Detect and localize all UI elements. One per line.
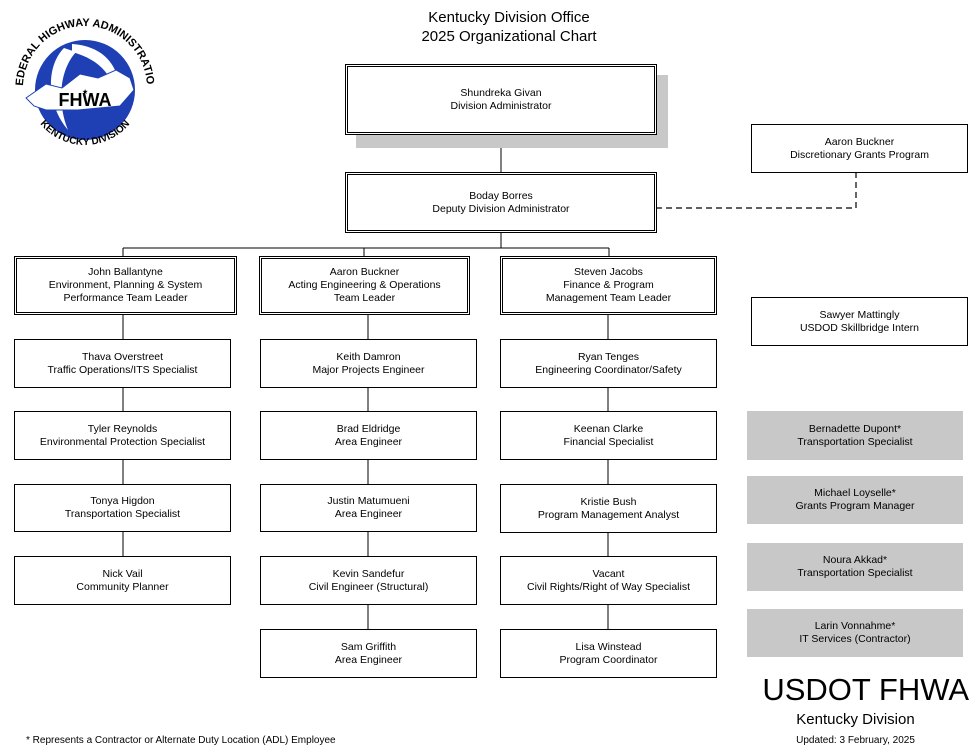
intern-box: Sawyer Mattingly USDOD Skillbridge Inter… (751, 297, 968, 346)
box-name: Sam Griffith (340, 640, 397, 653)
box-title: Civil Engineer (Structural) (308, 580, 429, 593)
box-title: Program Management Analyst (537, 508, 680, 521)
staff-box: Keith Damron Major Projects Engineer (260, 339, 477, 388)
box-name: Aaron Buckner (329, 266, 400, 278)
box-title: Community Planner (76, 580, 169, 593)
staff-box: Nick Vail Community Planner (14, 556, 231, 605)
administrator-box: Shundreka Givan Division Administrator (345, 64, 657, 135)
deputy-box: Boday Borres Deputy Division Administrat… (345, 172, 657, 233)
title-line-2: 2025 Organizational Chart (421, 28, 597, 45)
box-name: Ryan Tenges (577, 350, 640, 363)
box-name: Keenan Clarke (573, 422, 644, 435)
staff-box: Keenan Clarke Financial Specialist (500, 411, 717, 460)
division-name: Kentucky Division (796, 711, 915, 728)
box-name: Lisa Winstead (575, 640, 642, 653)
staff-box: Vacant Civil Rights/Right of Way Special… (500, 556, 717, 605)
box-title: Traffic Operations/ITS Specialist (47, 363, 198, 376)
box-title: IT Services (Contractor) (799, 633, 911, 645)
contractor-box: Bernadette Dupont* Transportation Specia… (747, 411, 963, 460)
box-name: Noura Akkad* (822, 554, 888, 566)
box-title: Major Projects Engineer (312, 363, 425, 376)
box-title: Area Engineer (334, 435, 403, 448)
box-title: USDOD Skillbridge Intern (799, 321, 920, 334)
staff-box: Lisa Winstead Program Coordinator (500, 629, 717, 678)
box-title: Financial Specialist (563, 435, 654, 448)
team-leader-finance-box: Steven Jacobs Finance & Program Manageme… (500, 256, 717, 315)
box-name: Kevin Sandefur (332, 567, 405, 580)
box-title: Acting Engineering & Operations Team Lea… (288, 279, 441, 304)
contractor-box: Michael Loyselle* Grants Program Manager (747, 476, 963, 524)
box-name: Sawyer Mattingly (819, 308, 900, 321)
box-name: Kristie Bush (580, 495, 637, 508)
box-name: Thava Overstreet (81, 350, 164, 363)
box-name: Larin Vonnahme* (814, 620, 896, 632)
box-title: Deputy Division Administrator (432, 202, 570, 215)
box-title: Finance & Program Management Team Leader (545, 279, 672, 304)
discretionary-grants-box: Aaron Buckner Discretionary Grants Progr… (751, 124, 968, 173)
box-name: Nick Vail (102, 567, 143, 580)
box-name: Boday Borres (469, 189, 533, 202)
box-title: Environment, Planning & System Performan… (48, 279, 203, 304)
footnote: * Represents a Contractor or Alternate D… (26, 735, 336, 746)
box-title: Environmental Protection Specialist (39, 435, 206, 448)
box-name: Tyler Reynolds (87, 422, 158, 435)
staff-box: Kevin Sandefur Civil Engineer (Structura… (260, 556, 477, 605)
box-title: Transportation Specialist (64, 508, 181, 520)
box-name: Brad Eldridge (336, 422, 401, 435)
staff-box: Tonya Higdon Transportation Specialist (14, 484, 231, 532)
box-title: Program Coordinator (559, 653, 658, 666)
updated-date: Updated: 3 February, 2025 (796, 735, 915, 746)
svg-text:★: ★ (82, 88, 88, 96)
staff-box: Sam Griffith Area Engineer (260, 629, 477, 678)
staff-box: Ryan Tenges Engineering Coordinator/Safe… (500, 339, 717, 388)
box-title: Grants Program Manager (795, 500, 915, 512)
staff-box: Brad Eldridge Area Engineer (260, 411, 477, 460)
box-name: Justin Matumueni (327, 495, 410, 507)
box-title: Division Administrator (450, 99, 552, 112)
chart-title: Kentucky Division Office 2025 Organizati… (380, 8, 638, 46)
staff-box: Kristie Bush Program Management Analyst (500, 484, 717, 533)
box-name: Keith Damron (336, 350, 401, 363)
staff-box: Justin Matumueni Area Engineer (260, 484, 477, 532)
box-name: John Ballantyne (88, 266, 163, 278)
box-name: Aaron Buckner (824, 135, 895, 148)
box-name: Vacant (592, 567, 625, 580)
contractor-box: Larin Vonnahme* IT Services (Contractor) (747, 609, 963, 657)
box-title: Discretionary Grants Program (790, 148, 929, 161)
staff-box: Thava Overstreet Traffic Operations/ITS … (14, 339, 231, 388)
box-title: Transportation Specialist (797, 567, 913, 579)
box-title: Civil Rights/Right of Way Specialist (527, 580, 690, 593)
box-title: Engineering Coordinator/Safety (535, 363, 682, 376)
contractor-box: Noura Akkad* Transportation Specialist (747, 543, 963, 591)
box-name: Bernadette Dupont* (808, 422, 902, 435)
logo-fhwa-text: FHWA (59, 90, 112, 110)
title-line-1: Kentucky Division Office (428, 9, 590, 26)
fhwa-logo: FHWA ★ FEDERAL HIGHWAY ADMINISTRATION KE… (2, 0, 164, 170)
staff-box: Tyler Reynolds Environmental Protection … (14, 411, 231, 460)
box-name: Tonya Higdon (90, 495, 155, 507)
box-name: Michael Loyselle* (814, 487, 896, 499)
team-leader-environment-box: John Ballantyne Environment, Planning & … (14, 256, 237, 315)
box-title: Area Engineer (334, 653, 403, 666)
box-title: Area Engineer (334, 508, 403, 520)
box-title: Transportation Specialist (797, 435, 913, 448)
box-name: Steven Jacobs (574, 266, 643, 278)
agency-name: USDOT FHWA (762, 672, 969, 707)
box-name: Shundreka Givan (460, 86, 542, 99)
team-leader-engineering-box: Aaron Buckner Acting Engineering & Opera… (259, 256, 470, 315)
